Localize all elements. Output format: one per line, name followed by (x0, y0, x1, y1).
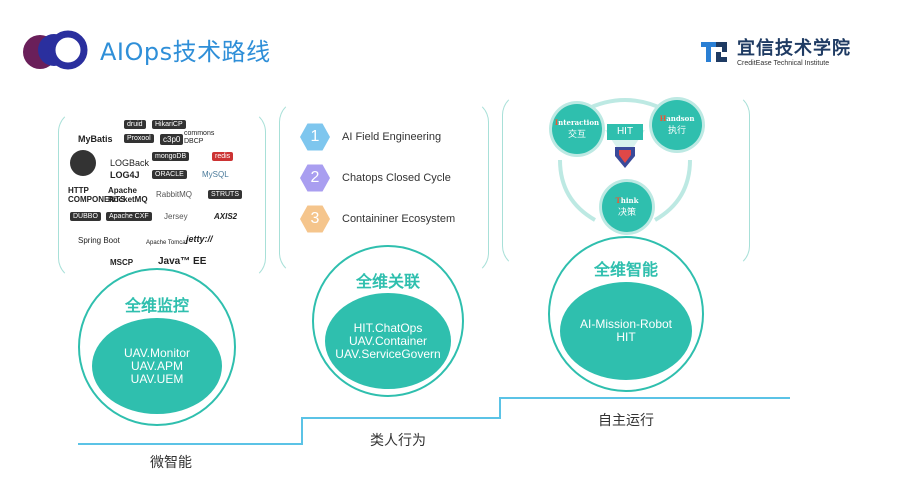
step-label-3: 自主运行 (598, 413, 654, 429)
list-item-label: Chatops Closed Cycle (342, 172, 451, 184)
stage-3-title: 全维智能 (593, 260, 658, 279)
logo-logback: LOGBack (110, 158, 150, 168)
list-item: 1 AI Field Engineering (300, 122, 441, 152)
logo-commons-dbcp: commons DBCP (184, 130, 215, 145)
step-label-2: 类人行为 (370, 433, 426, 449)
brand-name-cn: 宜信技术学院 (737, 38, 851, 59)
stage-3-disk: AI-Mission-Robot HIT (560, 282, 692, 380)
node-label-cn: 交互 (567, 130, 586, 140)
stage-3-item: AI-Mission-Robot (579, 317, 673, 331)
list-item-label: AI Field Engineering (342, 131, 442, 143)
logo-c3p0: c3p0 (160, 134, 184, 145)
logo-jetty: jetty:// (186, 234, 213, 244)
node-word: andson (666, 114, 695, 123)
logo-mysql: MySQL (202, 170, 229, 179)
logo-redis: redis (212, 152, 234, 161)
aiops-logo-icon (23, 30, 88, 70)
stage-1-item: UAV.APM (130, 358, 184, 373)
stage-2-item: UAV.Container (348, 333, 428, 348)
logo-log4j: LOG4J (110, 170, 140, 180)
logo-dubbo: DUBBO (70, 212, 101, 221)
node-word: nteraction (558, 118, 600, 127)
logo-hikaricp: HikariCP (152, 120, 186, 129)
node-initial: T (615, 196, 621, 205)
logo-rocketmq: Apache RocketMQ (108, 186, 148, 204)
list-item-label: Containiner Ecosystem (342, 213, 456, 225)
stage-1-title: 全维监控 (124, 296, 189, 315)
logo-mscp: MSCP (110, 258, 134, 267)
logo-httpcomponents: HTTP COMPONENTS (68, 186, 126, 204)
logo-rabbitmq: RabbitMQ (156, 190, 193, 199)
hit-center-label: HIT (607, 124, 643, 140)
logo-druid: druid (124, 120, 146, 129)
think-node: Think 决策 (602, 182, 652, 232)
logo-java-ee: Java™ EE (158, 256, 207, 267)
list-item: 2 Chatops Closed Cycle (300, 163, 451, 193)
page-title: AIOps技术路线 (100, 38, 271, 66)
logo-mongodb: mongoDB (152, 152, 190, 161)
stage-2-title: 全维关联 (355, 272, 420, 291)
logo-apache-cxf: Apache CXF (106, 212, 152, 221)
stage-2-disk: HIT.ChatOps UAV.Container UAV.ServiceGov… (325, 293, 451, 389)
logo-axis2: AXIS2 (214, 212, 238, 221)
node-initial: H (659, 114, 667, 123)
list-item: 3 Containiner Ecosystem (300, 204, 455, 234)
hit-shield-icon (615, 147, 635, 168)
stage-1-item: UAV.Monitor (123, 345, 191, 360)
logo-mybatis: MyBatis (78, 134, 113, 144)
node-initial: I (554, 118, 559, 127)
logo-jersey: Jersey (164, 212, 188, 221)
stage-2-item: UAV.ServiceGovern (335, 346, 441, 361)
logo-proxool: Proxool (124, 134, 154, 143)
logo-struts: STRUTS (208, 190, 242, 199)
brand-name-en: CreditEase Technical Institute (737, 60, 830, 67)
stage-3-item: HIT (616, 330, 636, 344)
stage-1-disk: UAV.Monitor UAV.APM UAV.UEM (92, 318, 222, 414)
hexagon-2-icon: 2 (300, 164, 330, 192)
stage-2-item: HIT.ChatOps (353, 320, 423, 335)
logo-oracle: ORACLE (152, 170, 187, 179)
creditease-logo-icon (701, 41, 727, 62)
handson-node: Handson 执行 (652, 100, 702, 150)
hexagon-3-icon: 3 (300, 205, 330, 233)
step-label-1: 微智能 (150, 455, 192, 471)
brand-logo: 宜信技术学院 CreditEase Technical Institute (699, 34, 851, 67)
logo-spring-boot: Spring Boot (78, 236, 120, 245)
node-word: hink (620, 196, 639, 205)
interaction-node: Interaction 交互 (552, 104, 602, 154)
hexagon-1-icon: 1 (300, 123, 330, 151)
node-label-cn: 执行 (667, 126, 686, 136)
stage-1-item: UAV.UEM (130, 371, 184, 386)
node-label-cn: 决策 (617, 208, 636, 218)
logo-apache-tomcat: Apache Tomcat (146, 240, 188, 246)
spring-framework-icon (70, 150, 96, 176)
